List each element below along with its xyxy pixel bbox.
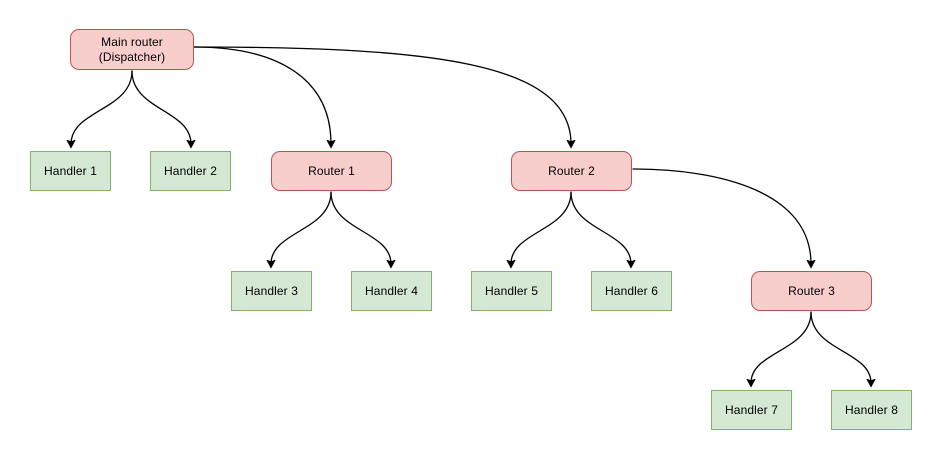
node-router-2[interactable]: Router 2 <box>511 151 632 191</box>
edge-connector <box>330 191 391 264</box>
edge-connector <box>632 168 811 264</box>
node-label-handler-4: Handler 4 <box>365 283 418 298</box>
node-handler-7[interactable]: Handler 7 <box>711 390 792 430</box>
edge-connector <box>193 46 331 144</box>
node-label-handler-5: Handler 5 <box>485 283 538 298</box>
edge-connector <box>570 191 631 264</box>
node-main-router[interactable]: Main router (Dispatcher) <box>70 29 194 70</box>
edge-connector <box>751 311 812 383</box>
node-router-1[interactable]: Router 1 <box>271 151 392 191</box>
node-label-handler-1: Handler 1 <box>44 163 97 178</box>
edge-connector <box>193 46 571 144</box>
node-label-router-3: Router 3 <box>788 283 835 298</box>
node-label-handler-2: Handler 2 <box>164 163 217 178</box>
node-router-3[interactable]: Router 3 <box>751 271 872 311</box>
node-handler-5[interactable]: Handler 5 <box>471 271 552 311</box>
node-label-handler-6: Handler 6 <box>605 283 658 298</box>
node-label-handler-8: Handler 8 <box>845 402 898 417</box>
node-handler-1[interactable]: Handler 1 <box>30 151 111 191</box>
edge-connector <box>271 191 332 264</box>
node-label-handler-3: Handler 3 <box>245 283 298 298</box>
node-handler-8[interactable]: Handler 8 <box>831 390 912 430</box>
edge-connector <box>131 70 191 144</box>
edge-connector <box>810 311 871 383</box>
node-label-handler-7: Handler 7 <box>725 402 778 417</box>
node-handler-6[interactable]: Handler 6 <box>591 271 672 311</box>
node-label-router-1: Router 1 <box>308 163 355 178</box>
edge-connector <box>511 191 572 264</box>
edge-connector <box>71 70 133 144</box>
node-handler-4[interactable]: Handler 4 <box>351 271 432 311</box>
edge-group <box>71 46 871 383</box>
node-label-router-2: Router 2 <box>548 163 595 178</box>
node-label-main-router: Main router (Dispatcher) <box>98 34 166 64</box>
node-handler-2[interactable]: Handler 2 <box>150 151 231 191</box>
node-handler-3[interactable]: Handler 3 <box>231 271 312 311</box>
